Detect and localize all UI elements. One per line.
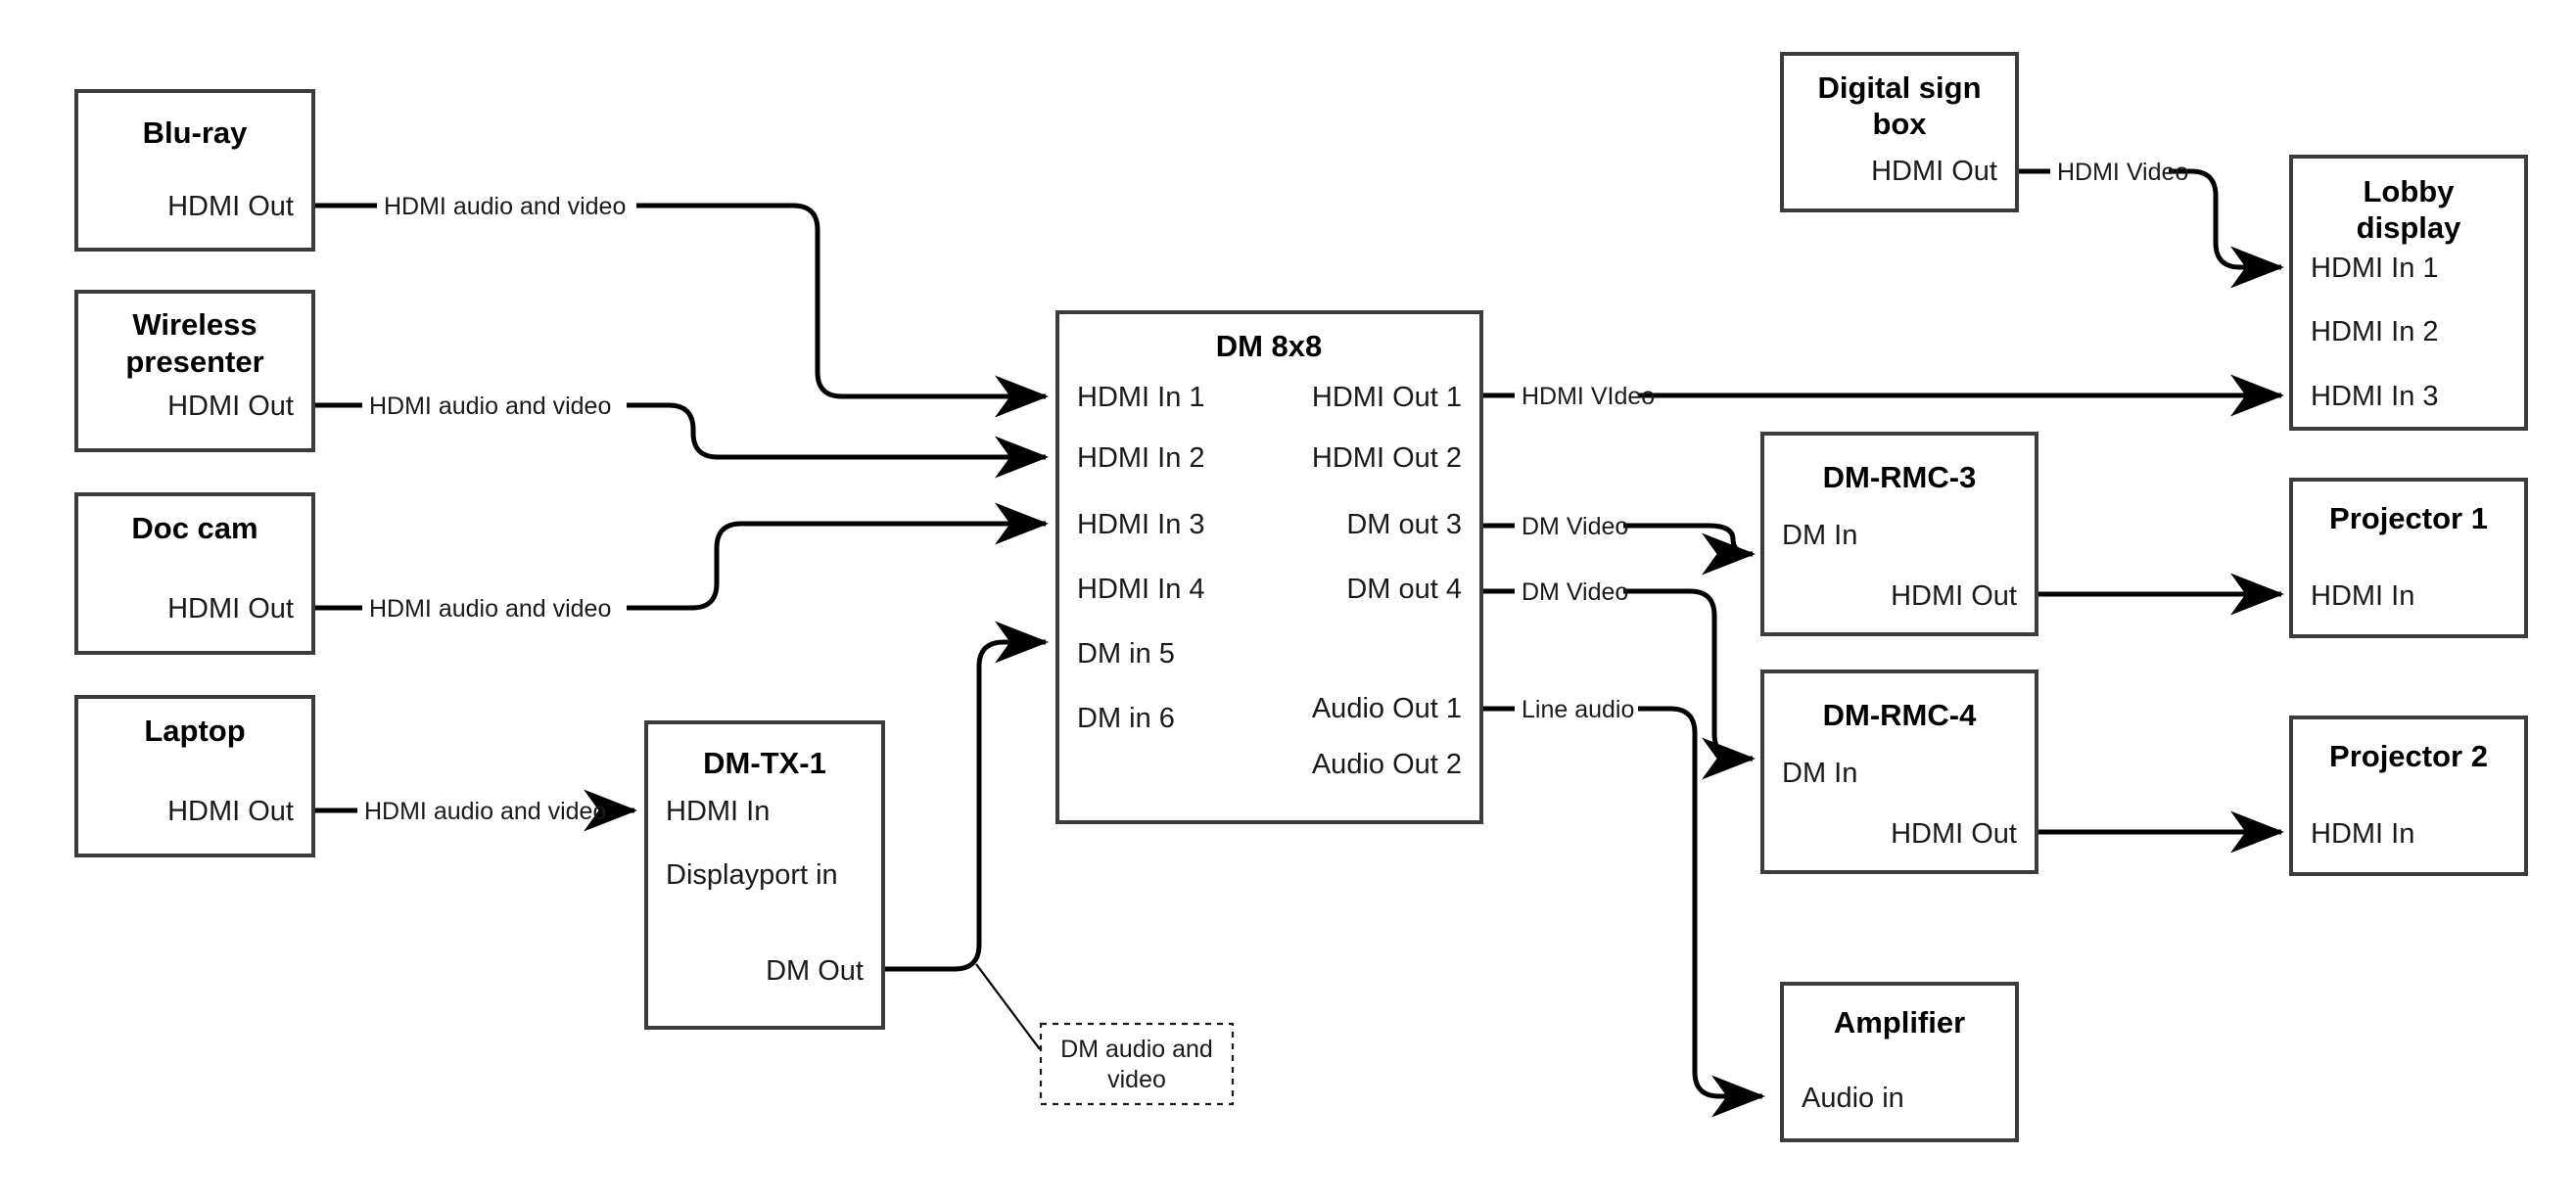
node-dm-rmc-4[interactable]: DM-RMC-4 DM In HDMI Out (1760, 670, 2038, 874)
dm-8x8-port-hdmi-in-2: HDMI In 2 (1077, 442, 1205, 474)
projector-1-box[interactable] (2289, 478, 2528, 638)
digital-sign-box-box[interactable] (1780, 52, 2019, 212)
amplifier-box[interactable] (1780, 982, 2019, 1142)
edge-label-dm-out4-to-rmc4: DM Video (1522, 578, 1628, 606)
node-amplifier[interactable]: Amplifier Audio in (1780, 982, 2019, 1142)
wireless-presenter-title-line-2: presenter (125, 345, 263, 379)
laptop-box[interactable] (74, 695, 315, 857)
node-wireless-presenter[interactable]: Wireless presenter HDMI Out (74, 290, 315, 452)
dm-audio-video-note-line-2: video (1107, 1066, 1166, 1093)
node-doc-cam[interactable]: Doc cam HDMI Out (74, 492, 315, 655)
wire-doccam-to-dm-in3 (313, 524, 1046, 611)
doc-cam-title: Doc cam (131, 511, 258, 545)
node-dm-8x8[interactable]: DM 8x8 HDMI In 1 HDMI In 2 HDMI In 3 HDM… (1055, 310, 1483, 824)
dm-8x8-port-hdmi-out-1: HDMI Out 1 (1312, 382, 1462, 413)
dm-rmc-4-box[interactable] (1760, 670, 2038, 874)
dm-audio-video-note-line-1: DM audio and (1060, 1036, 1213, 1063)
wire-dm-out4-to-rmc4 (1481, 588, 1753, 759)
dm-tx-1-port-dm-out: DM Out (766, 955, 864, 987)
dm-rmc-4-title: DM-RMC-4 (1823, 698, 1977, 732)
dm-8x8-port-hdmi-in-1: HDMI In 1 (1077, 382, 1205, 413)
edge-label-dm-out1-to-lobby-in3: HDMI VIdeo (1522, 383, 1655, 410)
lobby-display-port-hdmi-in-3: HDMI In 3 (2311, 381, 2439, 412)
projector-2-title: Projector 2 (2329, 739, 2488, 773)
dm-rmc-3-box[interactable] (1760, 432, 2038, 636)
digital-sign-box-title-line-2: box (1872, 107, 1927, 141)
note-dm-audio-and-video: DM audio and video (1039, 1022, 1235, 1106)
dm-tx-1-title: DM-TX-1 (703, 746, 826, 780)
dm-tx-1-port-hdmi-in: HDMI In (666, 796, 770, 827)
dm-8x8-port-dm-in-6: DM in 6 (1077, 703, 1175, 734)
projector-2-box[interactable] (2289, 716, 2528, 876)
leader-dm-audio-video-note (975, 963, 1041, 1050)
lobby-display-title-line-1: Lobby (2364, 174, 2456, 208)
lobby-display-title-line-2: display (2357, 210, 2462, 245)
laptop-title: Laptop (144, 714, 245, 748)
node-digital-sign-box[interactable]: Digital sign box HDMI Out (1780, 52, 2019, 212)
amplifier-port-audio-in: Audio in (1802, 1083, 1904, 1114)
digital-sign-box-title-line-1: Digital sign (1817, 70, 1981, 105)
wireless-presenter-title-line-1: Wireless (132, 307, 257, 342)
wireless-presenter-box[interactable] (74, 290, 315, 452)
dm-tx-1-port-displayport-in: Displayport in (666, 859, 838, 891)
dm-8x8-port-audio-out-2: Audio Out 2 (1312, 749, 1462, 780)
blu-ray-title: Blu-ray (143, 115, 249, 150)
dm-rmc-4-port-dm-in: DM In (1782, 758, 1857, 789)
edge-label-doccam-to-dm-in3: HDMI audio and video (369, 595, 611, 623)
lobby-display-port-hdmi-in-2: HDMI In 2 (2311, 316, 2439, 347)
dm-tx-1-box[interactable] (644, 720, 885, 1030)
wire-dmtx-to-dm-in5 (883, 621, 1050, 972)
node-projector-2[interactable]: Projector 2 HDMI In (2289, 716, 2528, 876)
dm-rmc-3-port-hdmi-out: HDMI Out (1891, 580, 2017, 612)
wireless-presenter-port-hdmi-out: HDMI Out (167, 391, 294, 422)
wire-dm-out3-to-rmc3 (1481, 526, 1753, 554)
wire-bluray-to-dm-in1 (313, 203, 1046, 396)
node-laptop[interactable]: Laptop HDMI Out (74, 695, 315, 857)
node-blu-ray[interactable]: Blu-ray HDMI Out (74, 89, 315, 252)
dm-8x8-port-hdmi-in-3: HDMI In 3 (1077, 509, 1205, 540)
edge-label-dm-out3-to-rmc3: DM Video (1522, 513, 1628, 540)
dm-8x8-title: DM 8x8 (1216, 329, 1323, 363)
edge-label-signbox-to-lobby-in1: HDMI Video (2057, 159, 2188, 186)
node-dm-tx-1[interactable]: DM-TX-1 HDMI In Displayport in DM Out (644, 720, 885, 1030)
dm-rmc-4-port-hdmi-out: HDMI Out (1891, 818, 2017, 850)
dm-audio-video-note-box (1039, 1022, 1235, 1106)
edge-label-wireless-to-dm-in2: HDMI audio and video (369, 393, 611, 420)
blu-ray-port-hdmi-out: HDMI Out (167, 191, 294, 222)
doc-cam-port-hdmi-out: HDMI Out (167, 593, 294, 624)
dm-8x8-port-hdmi-out-2: HDMI Out 2 (1312, 442, 1462, 474)
dm-8x8-port-dm-out-4: DM out 4 (1346, 574, 1462, 605)
edge-label-laptop-to-dmtx: HDMI audio and video (364, 798, 606, 825)
node-projector-1[interactable]: Projector 1 HDMI In (2289, 478, 2528, 638)
dm-rmc-3-port-dm-in: DM In (1782, 520, 1857, 551)
wire-dm-audioout1-to-amplifier (1481, 706, 1762, 1096)
lobby-display-port-hdmi-in-1: HDMI In 1 (2311, 253, 2439, 284)
edge-label-bluray-to-dm-in1: HDMI audio and video (384, 193, 626, 220)
node-lobby-display[interactable]: Lobby display HDMI In 1 HDMI In 2 HDMI I… (2289, 155, 2528, 431)
laptop-port-hdmi-out: HDMI Out (167, 796, 294, 827)
node-dm-rmc-3[interactable]: DM-RMC-3 DM In HDMI Out (1760, 432, 2038, 636)
dm-8x8-port-audio-out-1: Audio Out 1 (1312, 693, 1462, 724)
amplifier-title: Amplifier (1834, 1005, 1965, 1039)
lobby-display-box[interactable] (2289, 155, 2528, 431)
dm-8x8-port-dm-in-5: DM in 5 (1077, 638, 1175, 670)
edge-label-dm-audioout1-to-amplifier: Line audio (1522, 696, 1634, 723)
projector-2-port-hdmi-in: HDMI In (2311, 818, 2414, 850)
digital-sign-box-port-hdmi-out: HDMI Out (1871, 156, 1997, 187)
wire-wireless-to-dm-in2 (313, 405, 1046, 457)
blu-ray-box[interactable] (74, 89, 315, 252)
dm-rmc-3-title: DM-RMC-3 (1823, 460, 1977, 494)
dm-8x8-port-dm-out-3: DM out 3 (1346, 509, 1462, 540)
projector-1-title: Projector 1 (2329, 501, 2488, 535)
dm-8x8-port-hdmi-in-4: HDMI In 4 (1077, 574, 1205, 605)
projector-1-port-hdmi-in: HDMI In (2311, 580, 2414, 612)
dm-8x8-box[interactable] (1055, 310, 1483, 824)
doc-cam-box[interactable] (74, 492, 315, 655)
wire-signbox-to-lobby-in1 (2017, 168, 2281, 267)
